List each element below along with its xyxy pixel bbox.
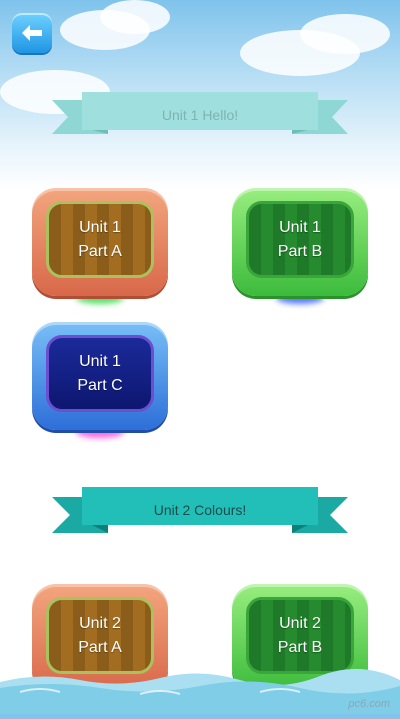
back-button[interactable] xyxy=(12,13,52,53)
water-wave-shape xyxy=(0,668,400,714)
tile-part-text: Part B xyxy=(277,242,323,260)
cloud xyxy=(100,0,170,34)
tile-part-text: Part B xyxy=(277,638,323,656)
section-ribbon-unit-2: Unit 2 Colours! xyxy=(0,485,400,541)
unit-2-part-a-button[interactable]: Unit 2 Part A xyxy=(32,584,168,700)
section-title: Unit 1 Hello! xyxy=(161,107,239,123)
tile-unit-text: Unit 2 xyxy=(79,614,121,632)
section-ribbon-unit-1: Unit 1 Hello! xyxy=(0,90,400,146)
unit-1-part-c-button[interactable]: Unit 1 Part C xyxy=(32,322,168,438)
ribbon-banner-shape xyxy=(52,92,348,134)
tile-part-text: Part A xyxy=(78,242,122,260)
cloud xyxy=(300,14,390,54)
ribbon-banner-shape xyxy=(52,487,348,533)
unit-1-part-b-button[interactable]: Unit 1 Part B xyxy=(232,188,368,304)
tile-label: Unit 2 Part B xyxy=(246,597,354,674)
tile-label: Unit 2 Part A xyxy=(46,597,154,674)
tile-unit-text: Unit 1 xyxy=(279,218,321,236)
tile-unit-text: Unit 1 xyxy=(79,352,121,370)
unit-2-part-b-button[interactable]: Unit 2 Part B xyxy=(232,584,368,700)
watermark-text: pc6.com xyxy=(348,698,390,710)
tile-label: Unit 1 Part A xyxy=(46,201,154,278)
tile-unit-text: Unit 1 xyxy=(79,218,121,236)
back-arrow-icon xyxy=(22,25,42,41)
tile-part-text: Part A xyxy=(78,638,122,656)
tile-label: Unit 1 Part C xyxy=(46,335,154,412)
section-title: Unit 2 Colours! xyxy=(153,502,247,518)
water-footer xyxy=(0,668,400,714)
tile-label: Unit 1 Part B xyxy=(246,201,354,278)
unit-1-part-a-button[interactable]: Unit 1 Part A xyxy=(32,188,168,304)
tile-part-text: Part C xyxy=(77,376,123,394)
tile-unit-text: Unit 2 xyxy=(279,614,321,632)
